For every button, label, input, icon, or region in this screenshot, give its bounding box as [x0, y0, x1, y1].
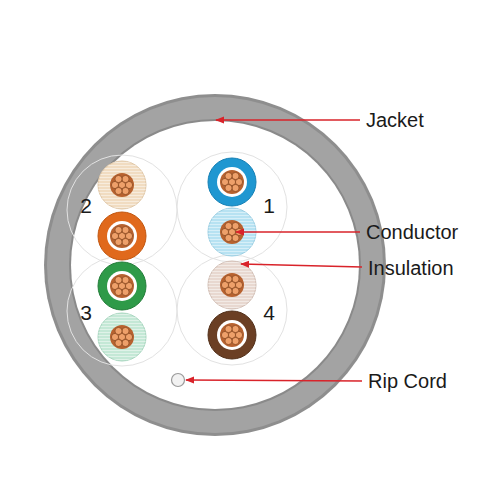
- callout-number: 3: [80, 301, 92, 324]
- wire: [208, 158, 256, 206]
- wire: [98, 262, 146, 310]
- leader-line: [216, 119, 360, 121]
- jacket-outer: [44, 94, 386, 436]
- callout-number: 2: [80, 194, 92, 217]
- leader-line: [241, 264, 362, 267]
- jacket-inner-edge: [69, 119, 361, 411]
- part-label: Insulation: [368, 257, 454, 279]
- pair-outline: [67, 155, 177, 265]
- leader-line: [186, 380, 362, 381]
- rip-cord: [172, 374, 185, 387]
- pair-outline: [67, 256, 177, 366]
- wire: [98, 313, 146, 361]
- wire: [208, 311, 256, 359]
- callout-number: 1: [263, 194, 275, 217]
- part-label: Jacket: [366, 109, 424, 131]
- wire: [208, 261, 256, 309]
- leader-line: [236, 231, 360, 233]
- pair-outline: [177, 255, 287, 365]
- wire: [98, 161, 146, 209]
- part-label: Conductor: [366, 221, 458, 243]
- part-label: Rip Cord: [368, 370, 447, 392]
- wire: [98, 212, 146, 260]
- jacket-body: [47, 97, 383, 433]
- pair-outline: [177, 152, 287, 262]
- callout-number: 4: [263, 301, 275, 324]
